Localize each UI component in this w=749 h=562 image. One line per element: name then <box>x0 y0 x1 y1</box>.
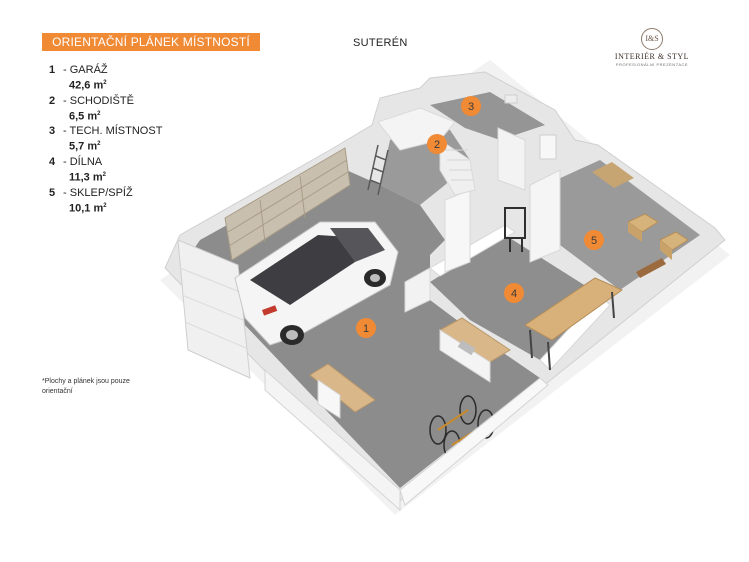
legend-item-5: 5- SKLEP/SPÍŽ 10,1 m2 <box>49 187 209 216</box>
room-marker-1: 1 <box>356 318 376 338</box>
car <box>234 221 399 346</box>
boiler <box>504 94 557 160</box>
legend-room-area: 10,1 m2 <box>69 202 107 215</box>
room-marker-4: 4 <box>504 283 524 303</box>
legend-item-3: 3- TECH. MÍSTNOST 5,7 m2 <box>49 125 209 154</box>
drill-press <box>504 207 526 252</box>
room-marker-2: 2 <box>427 134 447 154</box>
company-logo: I&S INTERIÉR & STYL PROFESIONÁLNÍ PREZEN… <box>612 28 692 72</box>
cellar-storage <box>592 162 689 278</box>
interior-wall <box>444 189 471 273</box>
legend-room-area: 6,5 m2 <box>69 110 101 123</box>
interior-wall <box>404 267 431 313</box>
room-marker-label: 5 <box>591 235 597 247</box>
legend-room-name: DÍLNA <box>69 155 103 168</box>
room-legend: 1- GARÁŽ 42,6 m2 2- SCHODIŠTĚ 6,5 m2 3- … <box>49 64 209 217</box>
legend-room-area: 5,7 m2 <box>69 140 101 153</box>
legend-room-area: 11,3 m2 <box>69 171 106 184</box>
room-marker-5: 5 <box>584 230 604 250</box>
legend-number: 3 <box>49 125 56 138</box>
legend-number: 1 <box>49 64 56 76</box>
laundry-counter <box>309 363 376 419</box>
room-marker-label: 4 <box>511 288 517 300</box>
room-marker-3: 3 <box>461 96 481 116</box>
interior-wall <box>497 127 526 191</box>
room-marker-label: 3 <box>468 101 474 113</box>
ladder <box>367 144 389 196</box>
workbench <box>524 277 624 371</box>
logo-monogram: I&S <box>641 28 663 50</box>
legend-room-name: SCHODIŠTĚ <box>69 94 134 107</box>
garage-door <box>177 239 251 379</box>
legend-room-name: TECH. MÍSTNOST <box>69 125 163 138</box>
legend-room-name: SKLEP/SPÍŽ <box>69 186 133 199</box>
garage-shelf <box>224 147 351 261</box>
legend-number: 5 <box>49 186 56 199</box>
legend-room-area: 42,6 m2 <box>69 79 107 92</box>
disclaimer-note: *Plochy a plánek jsou pouze orientační <box>42 378 130 395</box>
floor-name: SUTERÉN <box>353 37 408 49</box>
legend-number: 4 <box>49 155 56 168</box>
page-title: ORIENTAČNÍ PLÁNEK MÍSTNOSTÍ <box>42 33 260 51</box>
interior-wall <box>529 169 561 263</box>
room-marker-label: 2 <box>434 139 440 151</box>
legend-number: 2 <box>49 94 56 107</box>
sink-counter <box>439 317 511 383</box>
legend-item-1: 1- GARÁŽ 42,6 m2 <box>49 64 209 93</box>
front-wall <box>399 377 549 506</box>
logo-tagline: PROFESIONÁLNÍ PREZENTACE <box>615 62 689 67</box>
legend-item-4: 4- DÍLNA 11,3 m2 <box>49 156 209 185</box>
tech-room-floor <box>430 92 545 140</box>
legend-room-name: GARÁŽ <box>69 64 108 76</box>
room-marker-label: 1 <box>363 323 369 335</box>
logo-name: INTERIÉR & STYL <box>614 52 690 61</box>
legend-item-2: 2- SCHODIŠTĚ 6,5 m2 <box>49 95 209 124</box>
cellar-floor <box>545 160 700 290</box>
front-wall <box>264 368 401 512</box>
